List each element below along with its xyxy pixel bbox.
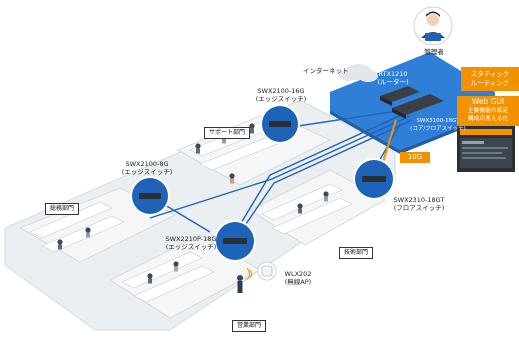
edge-8g-switch-icon — [132, 178, 168, 214]
wlx-role: (無線AP) — [284, 278, 312, 286]
internet-label: インターネット — [303, 67, 349, 75]
desk-group — [29, 121, 353, 303]
floor-switch-icon — [355, 160, 393, 198]
router-device — [380, 86, 420, 106]
static-routing-callout: スタティック ルーティング — [461, 67, 519, 91]
manager-avatar — [413, 6, 453, 46]
core-switch-device — [392, 94, 444, 119]
floor-switch-role: (フロアスイッチ) — [393, 204, 445, 212]
web-gui-line2: 構成の見える化 — [467, 116, 509, 122]
edge-16g-role: (エッジスイッチ) — [255, 95, 307, 103]
core-switch-role: (コア/フロアスイッチ) — [410, 126, 466, 132]
floor-switch-model: SWX2310-18GT — [393, 196, 445, 204]
edge-16g-switch-icon — [262, 106, 298, 142]
static-routing-line1: スタティック — [470, 70, 510, 78]
web-gui-title: Web GUI — [471, 97, 505, 106]
core-switch-model: SWX3100-18GT — [416, 118, 460, 124]
web-gui-callout: Web GUI 主要機能の設定 構成の見える化 — [457, 96, 519, 126]
edge-16g-model: SWX2100-16G — [257, 87, 305, 95]
web-gui-screenshot — [457, 126, 515, 172]
access-point — [246, 261, 277, 281]
dept-general: 総務部門 — [45, 203, 80, 215]
dept-support: サポート部門 — [204, 127, 251, 139]
office-floor — [4, 99, 396, 331]
poe-switch-model: SWX2210P-18G — [165, 235, 217, 243]
router-role: (ルーター) — [377, 78, 409, 86]
static-routing-line2: ルーティング — [470, 79, 510, 87]
wlx-model: WLX202 — [284, 270, 312, 278]
web-gui-line1: 主要機能の設定 — [467, 108, 509, 114]
manager-label: 管理者 — [424, 48, 444, 56]
ten-g-badge: 10G — [400, 152, 430, 163]
poe-switch-icon — [216, 222, 254, 260]
edge-8g-role: (エッジスイッチ) — [121, 168, 173, 176]
poe-switch-role: (エッジスイッチ) — [165, 243, 217, 251]
router-model: RTX1210 — [378, 70, 408, 78]
dept-tech: 技術部門 — [339, 247, 374, 259]
dept-sales: 営業部門 — [232, 320, 267, 332]
edge-8g-model: SWX2100-8G — [125, 160, 169, 168]
cloud-icon — [339, 64, 378, 82]
